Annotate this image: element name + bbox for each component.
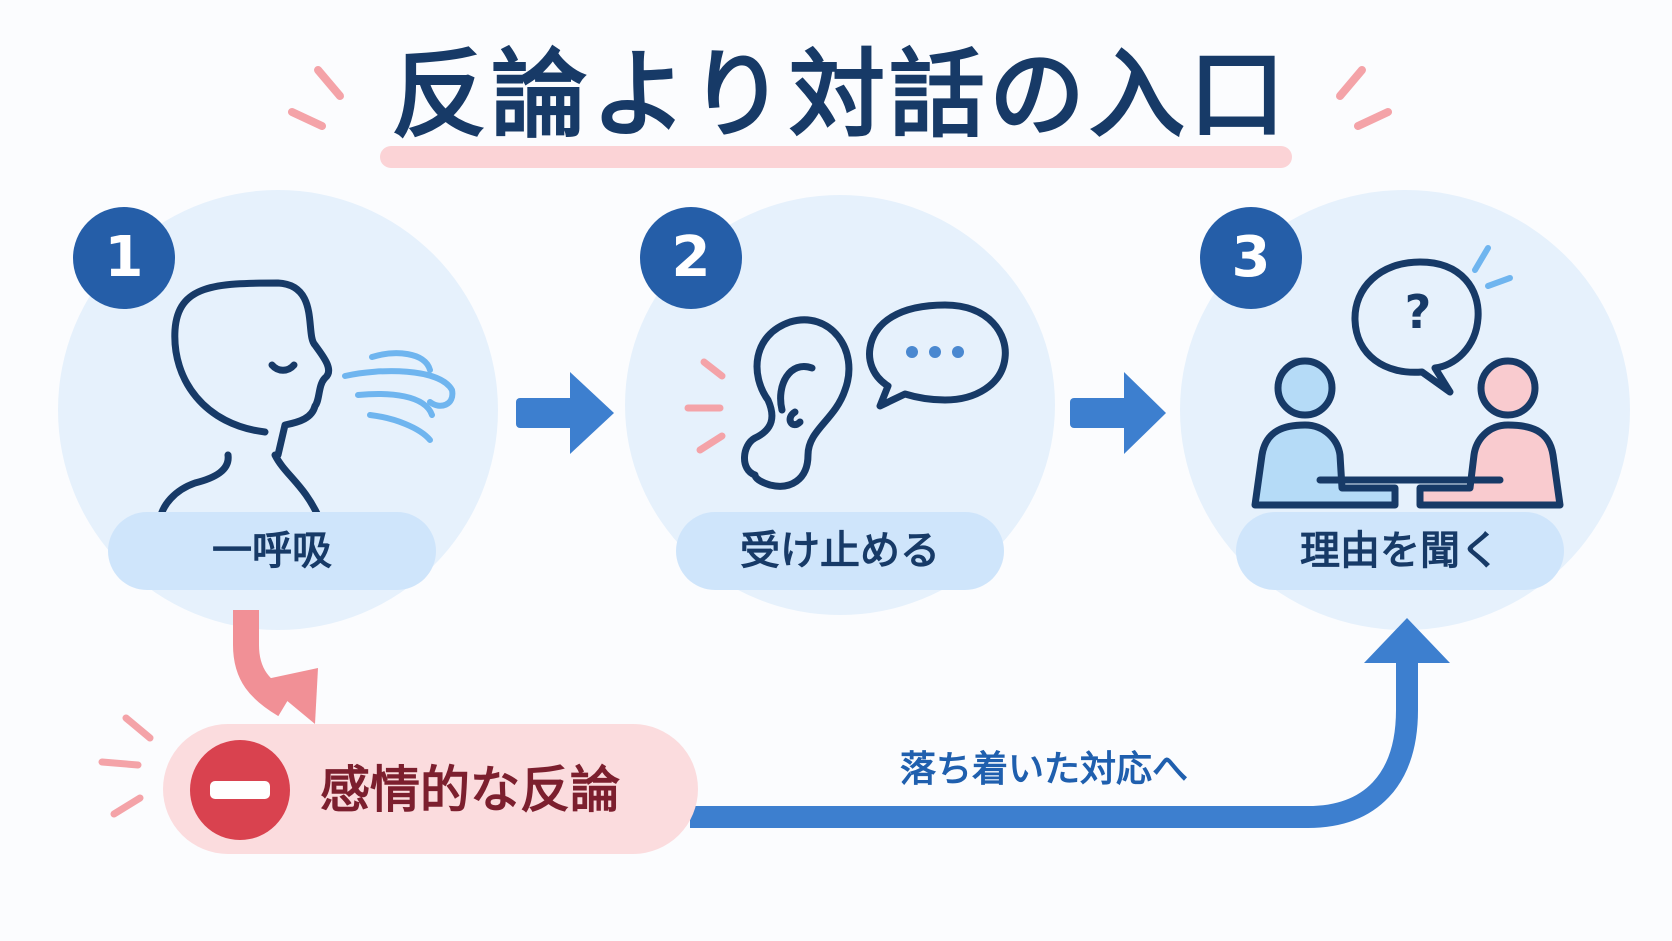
title-sparkle-left-icon — [288, 66, 344, 130]
breathing-person-icon — [156, 279, 333, 524]
question-mark-icon: ? — [1405, 285, 1432, 339]
minus-circle-icon — [190, 740, 290, 840]
question-bubble-icon — [1351, 258, 1482, 396]
page-title: 反論より対話の入口 — [390, 39, 1290, 151]
ear-listening-icon — [741, 316, 853, 490]
step-2-label: 受け止める — [676, 512, 1004, 590]
step-3-number: 3 — [1200, 207, 1302, 309]
negative-reaction-label: 感情的な反論 — [320, 761, 620, 819]
step-2-number: 2 — [640, 207, 742, 309]
step-1-label: 一呼吸 — [108, 512, 436, 590]
ellipsis-icon — [906, 346, 964, 358]
speech-bubble-icon — [866, 301, 1009, 410]
alert-lines-icon — [98, 714, 154, 818]
title-sparkle-right-icon — [1336, 66, 1392, 130]
down-arrow-to-negative-icon — [233, 610, 318, 724]
calm-path-label: 落ち着いた対応へ — [900, 749, 1189, 790]
step-3-label: 理由を聞く — [1236, 512, 1564, 590]
arrow-right-icon — [516, 372, 614, 454]
arrow-right-icon — [1070, 372, 1166, 454]
calm-path-arrow-icon — [690, 618, 1450, 828]
listen-lines-icon — [684, 358, 726, 454]
breath-wind-icon — [342, 350, 456, 443]
two-people-question-icon — [1251, 357, 1564, 509]
title-underline — [380, 146, 1292, 168]
sparkle-lines-icon — [1472, 245, 1513, 289]
step-1-number: 1 — [73, 207, 175, 309]
